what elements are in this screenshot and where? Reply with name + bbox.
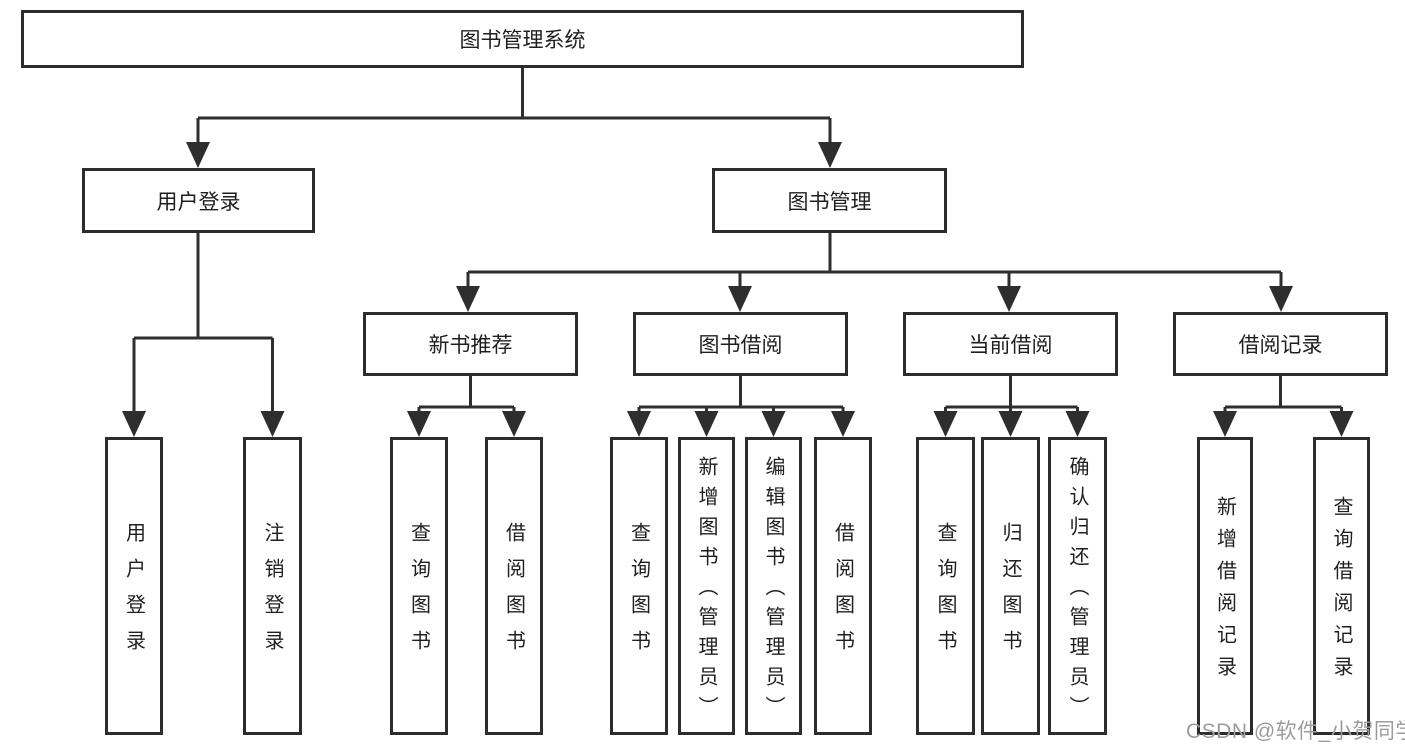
arrow-icon bbox=[1065, 411, 1090, 437]
arrow-icon bbox=[122, 411, 146, 437]
node-confirm-return-admin-label: 确认归还（管理员） bbox=[1066, 456, 1088, 726]
node-edit-books-admin-label: 编辑图书（管理员） bbox=[762, 456, 784, 726]
arrow-icon bbox=[998, 411, 1023, 437]
arrow-icon bbox=[260, 411, 285, 437]
arrow-icon bbox=[997, 286, 1021, 312]
node-recommend-borrow-books: 借阅图书 bbox=[485, 437, 543, 735]
node-user-login-leaf-label: 用户登录 bbox=[122, 522, 145, 666]
node-current-borrowing-label: 当前借阅 bbox=[968, 334, 1053, 357]
arrow-icon bbox=[831, 411, 855, 437]
node-recommend-borrow-books-label: 借阅图书 bbox=[502, 522, 525, 666]
arrow-icon bbox=[728, 286, 752, 312]
node-borrow-books: 借阅图书 bbox=[814, 437, 872, 735]
node-confirm-return-admin: 确认归还（管理员） bbox=[1048, 437, 1107, 735]
arrow-icon bbox=[761, 411, 786, 437]
arrow-icon bbox=[1329, 411, 1354, 437]
node-logout: 注销登录 bbox=[243, 437, 302, 735]
node-borrowing-records-label: 借阅记录 bbox=[1238, 334, 1323, 357]
node-add-books-admin: 新增图书（管理员） bbox=[678, 437, 735, 735]
node-book-borrowing-label: 图书借阅 bbox=[698, 334, 783, 357]
node-book-borrowing: 图书借阅 bbox=[633, 312, 848, 376]
node-new-book-recommend: 新书推荐 bbox=[363, 312, 578, 376]
node-borrowing-query-books: 查询图书 bbox=[610, 437, 668, 735]
node-new-book-recommend-label: 新书推荐 bbox=[428, 334, 513, 357]
arrow-icon bbox=[1213, 411, 1237, 437]
arrow-icon bbox=[502, 411, 526, 437]
node-edit-books-admin: 编辑图书（管理员） bbox=[745, 437, 802, 735]
node-query-borrow-record: 查询借阅记录 bbox=[1313, 437, 1370, 735]
node-borrow-books-label: 借阅图书 bbox=[831, 522, 854, 666]
arrow-icon bbox=[627, 411, 651, 437]
node-add-borrow-record: 新增借阅记录 bbox=[1197, 437, 1253, 735]
node-borrowing-records: 借阅记录 bbox=[1173, 312, 1388, 376]
node-current-borrowing: 当前借阅 bbox=[903, 312, 1118, 376]
node-user-login: 用户登录 bbox=[82, 168, 315, 233]
node-recommend-query-books: 查询图书 bbox=[390, 437, 448, 735]
node-root: 图书管理系统 bbox=[21, 10, 1024, 68]
node-return-books: 归还图书 bbox=[981, 437, 1040, 735]
arrow-icon bbox=[694, 411, 719, 437]
node-book-management: 图书管理 bbox=[712, 168, 947, 233]
node-current-query-books-label: 查询图书 bbox=[934, 522, 956, 666]
node-recommend-query-books-label: 查询图书 bbox=[407, 522, 430, 666]
node-add-books-admin-label: 新增图书（管理员） bbox=[695, 456, 717, 726]
arrow-icon bbox=[407, 411, 431, 437]
arrowheads bbox=[122, 142, 1354, 437]
node-current-query-books: 查询图书 bbox=[916, 437, 975, 735]
node-root-label: 图书管理系统 bbox=[459, 29, 586, 52]
node-return-books-label: 归还图书 bbox=[999, 522, 1021, 666]
node-book-management-label: 图书管理 bbox=[787, 190, 872, 214]
arrow-icon bbox=[186, 142, 210, 168]
node-query-borrow-record-label: 查询借阅记录 bbox=[1330, 496, 1352, 688]
node-add-borrow-record-label: 新增借阅记录 bbox=[1213, 496, 1236, 688]
arrow-icon bbox=[933, 411, 958, 437]
node-user-login-label: 用户登录 bbox=[156, 190, 241, 214]
connector-path bbox=[132, 68, 1343, 414]
node-user-login-leaf: 用户登录 bbox=[105, 437, 163, 735]
watermark-text: CSDN @软件_小贺同学 bbox=[1186, 720, 1405, 743]
arrow-icon bbox=[1269, 286, 1293, 312]
node-borrowing-query-books-label: 查询图书 bbox=[627, 522, 650, 666]
arrow-icon bbox=[456, 286, 480, 312]
node-logout-label: 注销登录 bbox=[261, 522, 283, 666]
arrow-icon bbox=[818, 142, 842, 168]
